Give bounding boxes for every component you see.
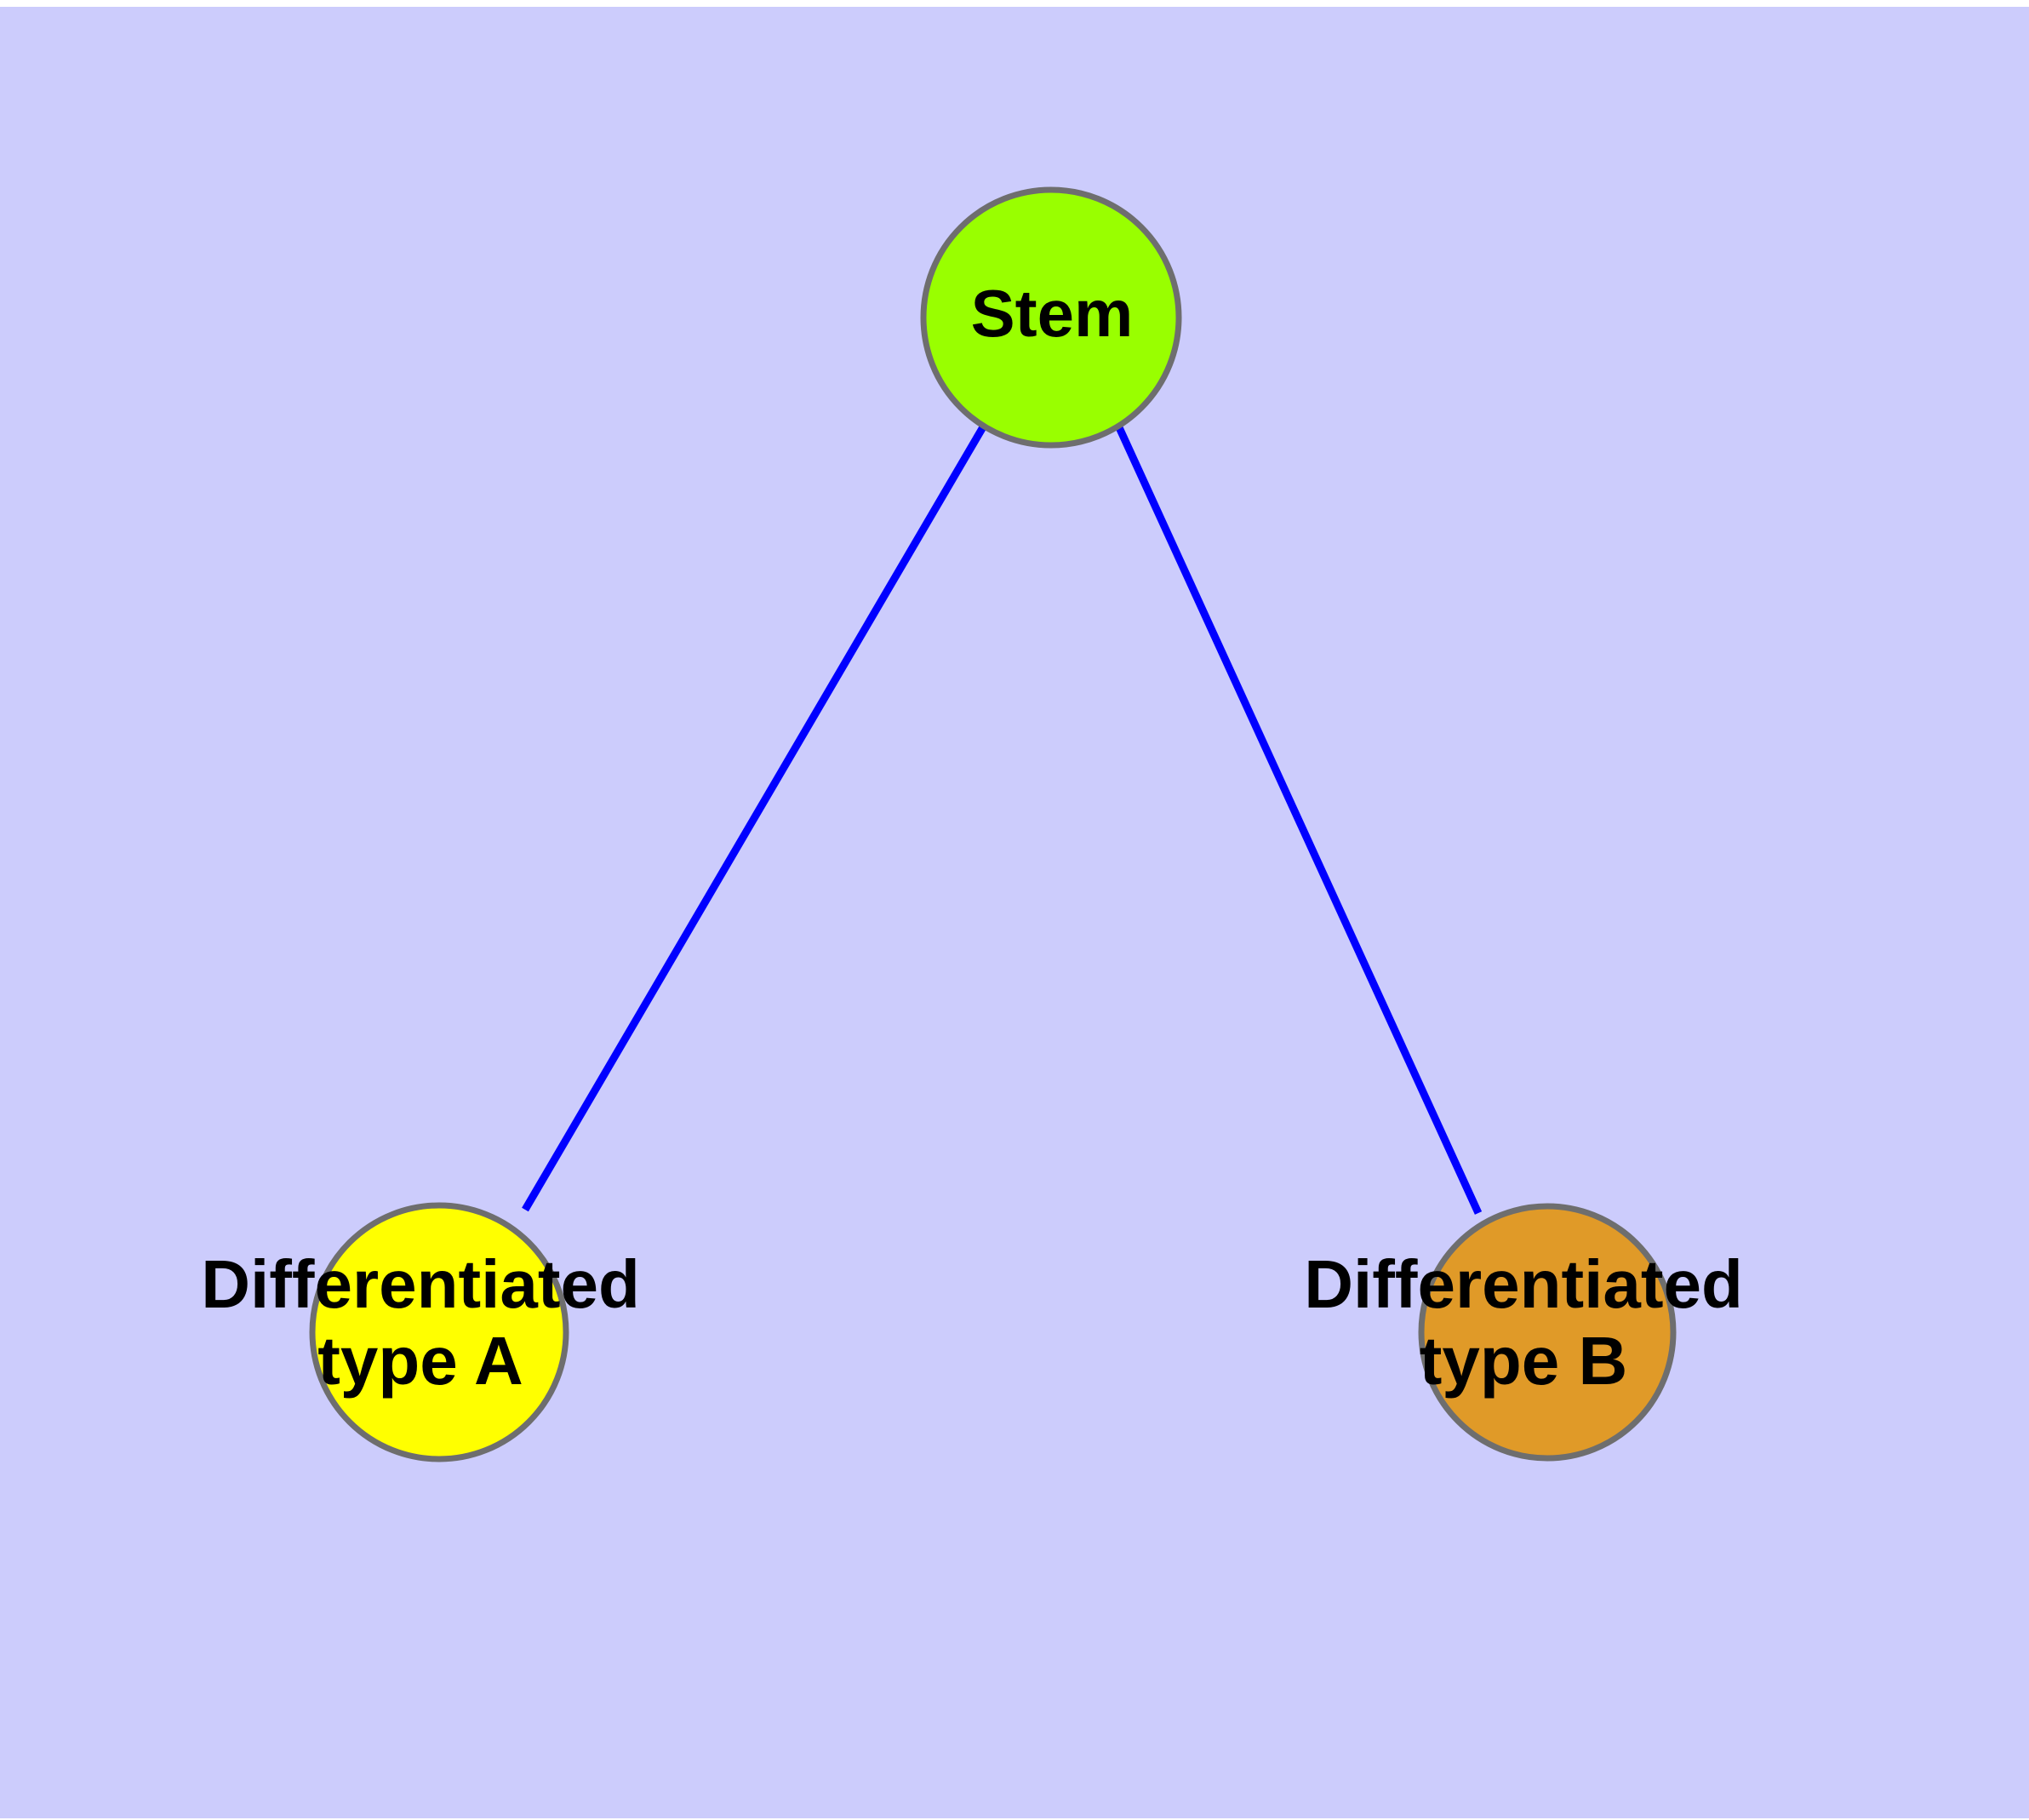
edge-stem-to-diff-a[interactable] (522, 423, 987, 1212)
edge-stem-to-diff-b[interactable] (1114, 424, 1483, 1215)
node-circle-diff_a[interactable] (309, 1202, 569, 1462)
node-label-line: Stem (971, 276, 1134, 351)
node-circle-diff_b[interactable] (1418, 1203, 1677, 1462)
node-label-line: type A (317, 1323, 523, 1399)
edges-group (522, 423, 1483, 1215)
node-label-line: Differentiated (201, 1246, 640, 1322)
node-circle-stem[interactable] (920, 186, 1182, 449)
node-stem[interactable]: Stem (920, 186, 1182, 449)
node-label-line: type B (1420, 1323, 1628, 1399)
node-label-line: Differentiated (1304, 1246, 1743, 1322)
node-label-stem: Stem (971, 276, 1134, 351)
